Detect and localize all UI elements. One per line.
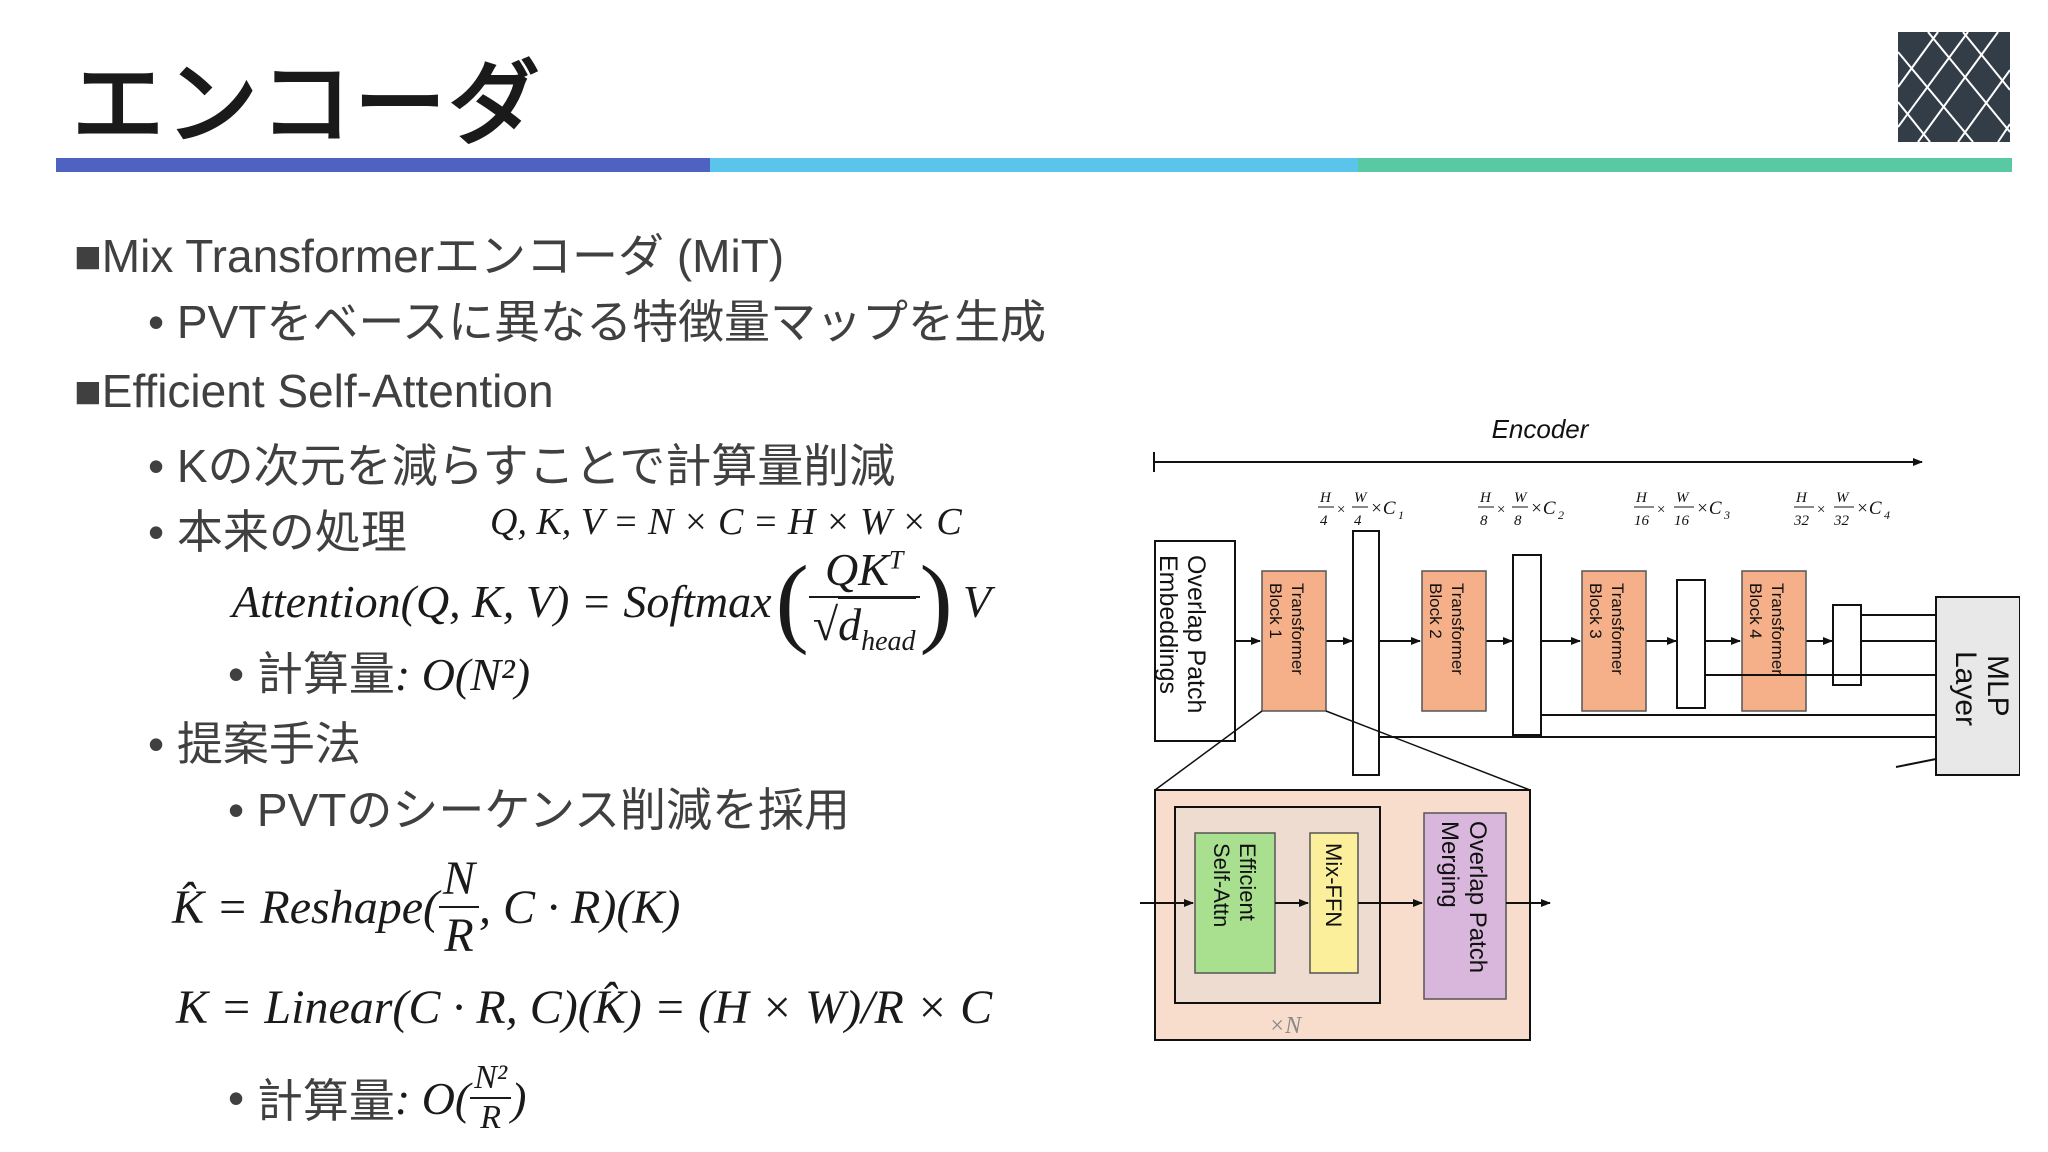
svg-text:×C: ×C <box>1696 498 1722 519</box>
bullet-proposed: • 提案手法 <box>148 718 361 770</box>
dim-label-stage1: H 4 × W 4 ×C 1 <box>1318 490 1404 529</box>
feature-map-3 <box>1676 579 1706 709</box>
svg-text:4: 4 <box>1320 513 1328 529</box>
svg-text:2: 2 <box>1558 508 1564 522</box>
svg-text:Mix-FFN: Mix-FFN <box>1321 843 1346 927</box>
svg-text:W: W <box>1676 490 1690 506</box>
svg-text:32: 32 <box>1793 513 1810 529</box>
svg-text:Layer: Layer <box>1949 651 1982 726</box>
overlap-patch-embeddings-label: Overlap Patch <box>1182 555 1210 713</box>
transformer-block-2 <box>1421 570 1487 712</box>
svg-text:H: H <box>1479 490 1492 506</box>
svg-text:Embeddings: Embeddings <box>1154 555 1182 694</box>
bullet-cost-orig: • 計算量: O(N²) <box>228 648 531 700</box>
bullet-cost-new: • 計算量 : O( N² R ) <box>228 1059 527 1136</box>
svg-text:Transformer: Transformer <box>1768 583 1787 675</box>
dim-label-stage2: H 8 × W 8 ×C 2 <box>1478 490 1564 529</box>
mlp-layer-label: MLP <box>1981 655 2014 717</box>
svg-text:W: W <box>1354 490 1368 506</box>
svg-text:3: 3 <box>1723 508 1730 522</box>
attention-fraction: QKT √dhead <box>808 543 920 658</box>
square-bullet-icon: ■ <box>74 230 102 282</box>
svg-text:×C: ×C <box>1530 498 1556 519</box>
bullet-mit: ■Mix Transformerエンコーダ (MiT) <box>74 220 784 286</box>
svg-text:H: H <box>1635 490 1648 506</box>
svg-text:H: H <box>1795 490 1808 506</box>
svg-text:×: × <box>1496 502 1506 518</box>
svg-text:Merging: Merging <box>1436 821 1463 908</box>
encoder-diagram: Encoder H 4 × W 4 ×C 1 H 8 × W 8 ×C 2 H <box>1140 415 2020 1041</box>
svg-text:Transformer: Transformer <box>1448 583 1467 675</box>
svg-text:×: × <box>1816 502 1826 518</box>
svg-text:4: 4 <box>1354 513 1362 529</box>
bullet-mit-sub: • PVTをベースに異なる特徴量マップを生成 <box>148 296 1047 348</box>
transformer-block-4 <box>1741 570 1807 712</box>
bullet-esa: ■Efficient Self-Attention <box>74 364 554 418</box>
svg-text:×C: ×C <box>1856 498 1882 519</box>
feature-map-4 <box>1832 604 1862 686</box>
dot-bullet-icon: • <box>228 648 245 700</box>
svg-text:8: 8 <box>1514 513 1522 529</box>
svg-text:1: 1 <box>1398 508 1404 522</box>
svg-text:16: 16 <box>1674 513 1690 529</box>
linear-formula: K = Linear(C · R, C)(K̂) = (H × W)/R × C <box>176 981 993 1034</box>
svg-text:Transformer: Transformer <box>1608 583 1627 675</box>
svg-text:W: W <box>1836 490 1850 506</box>
efficient-self-attn-box <box>1194 832 1276 974</box>
feature-map-1 <box>1352 530 1380 776</box>
mit-heading: Mix Transformerエンコーダ (MiT) <box>101 230 785 282</box>
svg-text:W: W <box>1514 490 1528 506</box>
title-underline-green <box>1358 158 2012 172</box>
bullet-esa-sub1: • Kの次元を減らすことで計算量削減 <box>148 440 896 492</box>
dot-bullet-icon: • <box>228 1072 245 1124</box>
dot-bullet-icon: • <box>148 718 165 770</box>
dot-bullet-icon: • <box>148 440 165 492</box>
bullet-proposed-sub: • PVTのシーケンス削減を採用 <box>228 784 851 836</box>
svg-text:×: × <box>1336 502 1346 518</box>
reshape-formula: K̂ = Reshape( N R , C · R)(K) <box>172 852 681 962</box>
transformer-block-1 <box>1261 570 1327 712</box>
svg-text:×: × <box>1656 502 1666 518</box>
feature-map-2 <box>1512 554 1542 736</box>
svg-text:×C: ×C <box>1370 498 1396 519</box>
svg-text:Block 2: Block 2 <box>1426 583 1445 639</box>
times-n-label: ×N <box>1269 1013 1303 1039</box>
square-bullet-icon: ■ <box>74 365 102 417</box>
transformer-block-3 <box>1581 570 1647 712</box>
title-underline-cyan <box>710 158 1358 172</box>
qkv-formula: Q, K, V = N × C = H × W × C <box>490 501 962 543</box>
svg-text:16: 16 <box>1634 513 1650 529</box>
dot-bullet-icon: • <box>228 784 245 836</box>
svg-text:8: 8 <box>1480 513 1488 529</box>
svg-text:Transformer: Transformer <box>1288 583 1307 675</box>
encoder-label: Encoder <box>1492 415 1590 444</box>
overlap-patch-merging-box <box>1423 812 1507 1000</box>
svg-text:4: 4 <box>1884 508 1890 522</box>
svg-text:Block 1: Block 1 <box>1266 583 1285 639</box>
svg-text:Block 3: Block 3 <box>1586 583 1605 639</box>
svg-text:Block 4: Block 4 <box>1746 583 1765 639</box>
svg-text:Self-Attn: Self-Attn <box>1209 843 1234 927</box>
logo-icon <box>1898 32 2010 142</box>
svg-text:32: 32 <box>1833 513 1850 529</box>
dot-bullet-icon: • <box>148 506 165 558</box>
dot-bullet-icon: • <box>148 296 165 348</box>
svg-text:H: H <box>1319 490 1332 506</box>
dim-label-stage3: H 16 × W 16 ×C 3 <box>1634 490 1730 529</box>
slide-title: エンコーダ <box>72 54 543 156</box>
mlp-layer-box <box>1935 596 2020 776</box>
svg-text:Efficient: Efficient <box>1235 843 1260 921</box>
title-underline-blue <box>56 158 710 172</box>
dim-label-stage4: H 32 × W 32 ×C 4 <box>1793 490 1890 529</box>
svg-text:Overlap Patch: Overlap Patch <box>1464 821 1491 973</box>
attention-formula: Attention(Q, K, V) = Softmax ( QKT √dhea… <box>232 543 991 658</box>
esa-heading: Efficient Self-Attention <box>101 365 554 417</box>
bullet-esa-sub2: • 本来の処理 <box>148 506 407 558</box>
mix-ffn-box <box>1309 832 1359 974</box>
